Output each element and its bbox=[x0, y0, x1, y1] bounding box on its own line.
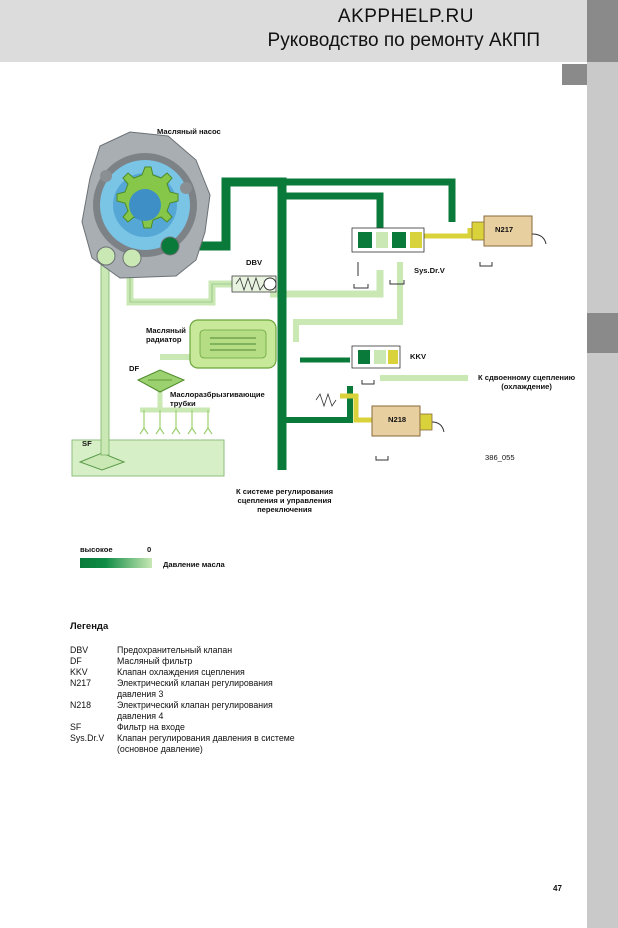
control-line-n218 bbox=[340, 393, 372, 423]
legend-row: DBV Предохранительный клапан bbox=[70, 645, 302, 656]
legend-text: Предохранительный клапан bbox=[117, 645, 233, 655]
legend-key: DF bbox=[70, 656, 82, 666]
figure-code: 386_055 bbox=[485, 453, 515, 462]
spray-tubes bbox=[139, 410, 213, 435]
label-n218: N218 bbox=[388, 415, 407, 424]
scale-title: Давление масла bbox=[163, 560, 225, 569]
page-number: 47 bbox=[553, 884, 562, 893]
page-header: AKPPHELP.RU Руководство по ремонту АКПП bbox=[0, 0, 587, 62]
side-rail bbox=[587, 0, 618, 928]
scale-high-label: высокое bbox=[80, 545, 113, 554]
pressure-scale-bar bbox=[80, 558, 152, 568]
label-dbv: DBV bbox=[246, 258, 263, 267]
legend-key: N218 bbox=[70, 700, 92, 710]
spring-n218 bbox=[315, 392, 337, 408]
page-subtitle: Руководство по ремонту АКПП bbox=[267, 30, 540, 51]
n217-solenoid bbox=[471, 215, 547, 267]
n218-solenoid bbox=[371, 405, 445, 461]
legend-row: Sys.Dr.V Клапан регулирования давления в … bbox=[70, 733, 302, 755]
legend-row: DF Масляный фильтр bbox=[70, 656, 302, 667]
label-oil-cooler: Масляный радиатор bbox=[146, 326, 186, 344]
legend-key: Sys.Dr.V bbox=[70, 733, 105, 743]
label-kkv: KKV bbox=[410, 352, 427, 361]
side-rail-top bbox=[587, 0, 618, 62]
label-oil-pump: Масляный насос bbox=[157, 127, 221, 136]
label-sf: SF bbox=[82, 439, 92, 448]
legend-text: Клапан регулирования давления в системе … bbox=[117, 733, 295, 754]
dbv-relief-valve bbox=[231, 275, 277, 293]
legend-text: Фильтр на входе bbox=[117, 722, 185, 732]
cooler-feed-line bbox=[293, 262, 403, 342]
legend-key: KKV bbox=[70, 667, 88, 677]
return-line-main bbox=[270, 270, 384, 298]
legend-text: Масляный фильтр bbox=[117, 656, 193, 666]
label-to-double-clutch: К сдвоенному сцеплению (охлаждение) bbox=[478, 373, 576, 391]
pressure-line-kkv bbox=[282, 386, 353, 423]
legend-key: SF bbox=[70, 722, 82, 732]
label-sys-dr-v: Sys.Dr.V bbox=[414, 266, 445, 275]
pressure-line-top bbox=[282, 178, 456, 222]
label-df: DF bbox=[129, 364, 140, 373]
label-to-control-system: К системе регулирования сцепления и упра… bbox=[236, 487, 334, 514]
pressure-line-main bbox=[172, 177, 287, 470]
legend-list: DBV Предохранительный клапан DF Масляный ф… bbox=[70, 645, 302, 755]
pressure-line-valve bbox=[282, 192, 384, 230]
legend-key: N217 bbox=[70, 678, 92, 688]
control-line-n217 bbox=[424, 228, 473, 239]
legend-row: SF Фильтр на входе bbox=[70, 722, 302, 733]
system-pressure-valve bbox=[351, 227, 425, 289]
legend-text: Электрический клапан регулирования давле… bbox=[117, 700, 273, 721]
side-tab-small bbox=[562, 64, 587, 85]
legend-text: Электрический клапан регулирования давле… bbox=[117, 678, 273, 699]
legend-row: KKV Клапан охлаждения сцепления bbox=[70, 667, 302, 678]
suction-line bbox=[100, 254, 110, 456]
spray-line bbox=[140, 378, 210, 413]
label-n217: N217 bbox=[495, 225, 514, 234]
legend-key: DBV bbox=[70, 645, 89, 655]
scale-zero-label: 0 bbox=[147, 545, 152, 554]
legend-text: Клапан охлаждения сцепления bbox=[117, 667, 245, 677]
legend-row: N217 Электрический клапан регулирования д… bbox=[70, 678, 302, 700]
inlet-filter bbox=[78, 452, 126, 471]
label-spray-tubes: Маслоразбрызгивающие трубки bbox=[170, 390, 265, 408]
site-name: AKPPHELP.RU bbox=[337, 6, 474, 27]
oil-filter bbox=[136, 369, 186, 393]
side-tab bbox=[587, 313, 618, 353]
kkv-valve bbox=[351, 345, 401, 385]
return-line-dbv-edge bbox=[129, 260, 232, 303]
legend-row: N218 Электрический клапан регулирования д… bbox=[70, 700, 302, 722]
oil-pump bbox=[81, 131, 211, 279]
oil-cooler bbox=[189, 319, 277, 369]
legend-title: Легенда bbox=[70, 621, 109, 632]
